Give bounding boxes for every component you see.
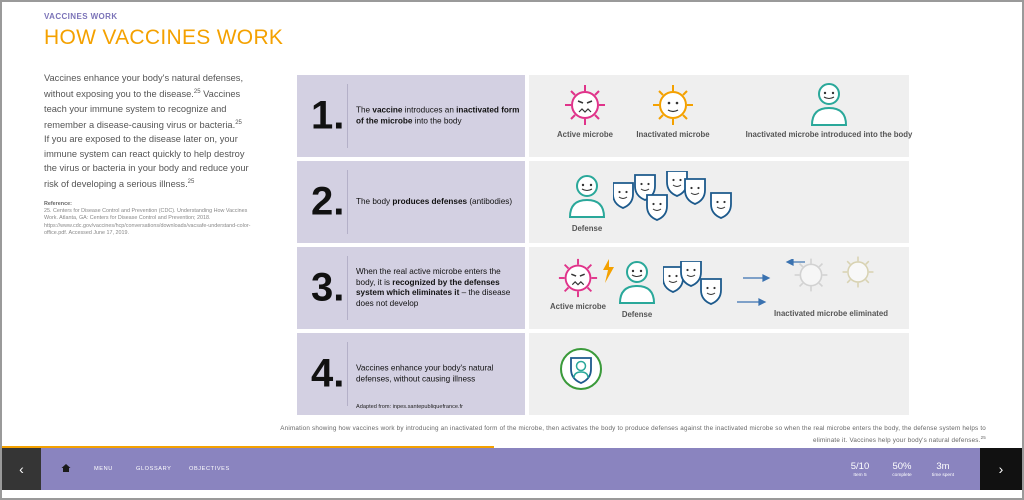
completion-label: complete <box>892 473 912 478</box>
active-microbe-icon <box>565 85 605 125</box>
step-number-panel: 4. Vaccines enhance your body's natural … <box>297 333 525 415</box>
page-title: HOW VACCINES WORK <box>44 26 284 49</box>
person-icon <box>618 261 656 304</box>
inactivated-microbe-icon <box>653 85 693 125</box>
time-value: 3m <box>936 461 950 472</box>
step-illustration: Defense <box>529 161 909 243</box>
step-illustration <box>529 333 909 415</box>
references: Reference: 25. Centers for Disease Contr… <box>44 201 259 237</box>
references-heading: Reference: <box>44 201 72 207</box>
step-illustration: Active microbe Inactivated microbe Inact… <box>529 75 912 157</box>
eliminated-microbe-icon <box>842 256 874 288</box>
time-label: time spent <box>931 473 955 478</box>
introduced-label: Inactivated microbe introduced into the … <box>745 130 913 139</box>
antibody-shields-icon <box>613 171 732 221</box>
active-microbe-label: Active microbe <box>557 130 613 139</box>
step-number-panel: 3. When the real active microbe enters t… <box>297 247 525 329</box>
inactivated-microbe-label: Inactivated microbe <box>636 130 710 139</box>
caption-text: Animation showing how vaccines work by i… <box>280 425 986 445</box>
chevron-right-icon: › <box>998 461 1004 477</box>
step-1: 1. The vaccine introduces an inactivated… <box>297 75 912 157</box>
intro-text: Vaccines enhance your body's natural def… <box>44 73 244 100</box>
step-number-panel: 2. The body produces defenses (antibodie… <box>297 161 525 243</box>
step-number: 1. <box>311 93 345 138</box>
defense-label: Defense <box>621 310 653 319</box>
person-icon <box>810 83 848 126</box>
page-counter: 5/10 Item 5 <box>846 461 874 478</box>
step-number-panel: 1. The vaccine introduces an inactivated… <box>297 75 525 157</box>
step-number: 3. <box>311 265 345 310</box>
intro-paragraph: Vaccines enhance your body's natural def… <box>44 71 249 192</box>
intro-ref[interactable]: 25 <box>193 89 201 96</box>
step-illustration: Active microbe Defense <box>529 247 909 329</box>
step-divider <box>347 342 348 406</box>
time-stat: 3m time spent <box>928 461 958 478</box>
page-counter-label: Item 5 <box>853 473 867 478</box>
active-microbe-icon <box>558 258 598 298</box>
objectives-link[interactable]: OBJECTIVES <box>189 466 230 472</box>
step-4: 4. Vaccines enhance your body's natural … <box>297 333 909 415</box>
step-description: Vaccines enhance your body's natural def… <box>356 363 494 384</box>
references-text: 25. Centers for Disease Control and Prev… <box>44 208 251 236</box>
home-icon[interactable] <box>61 463 71 473</box>
person-icon <box>568 175 606 218</box>
eliminated-label: Inactivated microbe eliminated <box>774 309 888 318</box>
step-divider <box>347 84 348 148</box>
step-number: 4. <box>311 351 345 396</box>
active-microbe-label: Active microbe <box>550 302 606 311</box>
defense-label: Defense <box>571 224 603 233</box>
step-description: The body produces defenses (antibodies) <box>356 196 513 206</box>
glossary-link[interactable]: GLOSSARY <box>136 466 172 472</box>
step-description: When the real active microbe enters the … <box>356 267 511 308</box>
step-description: The vaccine introduces an inactivated fo… <box>356 105 520 126</box>
step-3: 3. When the real active microbe enters t… <box>297 247 909 329</box>
intro-text: If you are exposed to the disease later … <box>44 134 249 190</box>
animation-caption: Animation showing how vaccines work by i… <box>270 424 986 445</box>
page-counter-value: 5/10 <box>850 461 870 472</box>
faded-microbe-icon <box>794 258 828 292</box>
next-button[interactable]: › <box>980 448 1022 490</box>
step-2: 2. The body produces defenses (antibodie… <box>297 161 909 243</box>
footer-bar <box>2 448 1022 490</box>
protected-person-icon <box>560 348 602 390</box>
progress-indicator <box>2 446 494 448</box>
step-divider <box>347 170 348 234</box>
step-number: 2. <box>311 179 345 224</box>
antibody-shields-icon <box>663 261 722 305</box>
menu-link[interactable]: MENU <box>94 466 113 472</box>
chevron-left-icon: ‹ <box>19 461 24 477</box>
previous-button[interactable]: ‹ <box>2 448 41 490</box>
lightning-icon <box>603 259 614 283</box>
intro-ref[interactable]: 25 <box>235 119 242 126</box>
caption-ref[interactable]: 25 <box>980 435 986 440</box>
step-source: Adapted from: inpes.santepubliquefrance.… <box>356 404 463 410</box>
completion-stat: 50% complete <box>888 461 916 478</box>
completion-value: 50% <box>892 461 912 472</box>
step-divider <box>347 256 348 320</box>
intro-text: Vaccines teach your immune system to rec… <box>44 89 241 131</box>
arrows-icon <box>737 259 805 306</box>
intro-ref[interactable]: 25 <box>187 179 195 186</box>
section-label: VACCINES WORK <box>44 12 118 21</box>
